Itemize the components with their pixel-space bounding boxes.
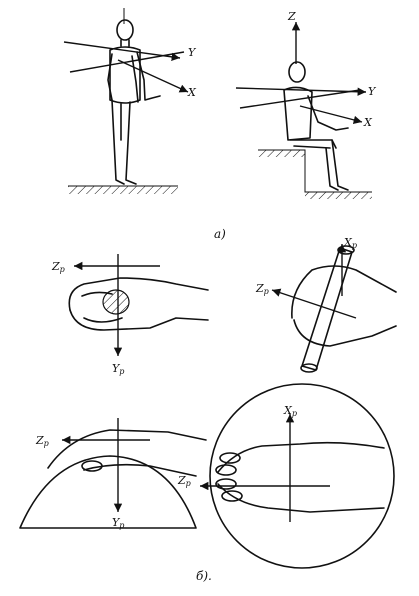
seated-axis-y-label: Y: [368, 85, 377, 98]
seated-axis-x-label: X: [363, 116, 373, 129]
ground-hatch: [68, 186, 178, 194]
palm-on-dome-diagram: Zp Yp: [19, 418, 207, 530]
dome-axis-z-label: Zp: [35, 434, 49, 448]
cylinder-axis-x-label: Xp: [343, 236, 357, 250]
cylinder-axis-z-label: Zp: [255, 282, 269, 296]
fist-axis-y-label: Yp: [112, 362, 124, 376]
palm-in-circle-diagram: Xp Zp: [177, 383, 395, 569]
floor-hatch: [305, 192, 372, 199]
panel-b-caption: б).: [196, 569, 212, 583]
circle-axis-z-label: Zp: [177, 474, 191, 488]
fist-grip-diagram: Zp Yp: [51, 254, 209, 376]
standing-axis-x-label: X: [187, 86, 197, 99]
gripped-rod-section: [102, 289, 130, 315]
standing-axis-y-label: Y: [188, 46, 197, 59]
panel-a-caption: а): [214, 227, 226, 241]
seated-person-diagram: Z Y X: [235, 10, 377, 199]
seat-hatch: [258, 150, 305, 157]
fist-axis-z-label: Zp: [51, 260, 65, 274]
circle-axis-x-label: Xp: [283, 404, 297, 418]
standing-person-diagram: Y X: [63, 8, 197, 194]
cylinder-grip-diagram: Xp Zp: [255, 236, 397, 373]
dome-axis-y-label: Yp: [112, 516, 124, 530]
seated-axis-z-label: Z: [287, 10, 296, 23]
